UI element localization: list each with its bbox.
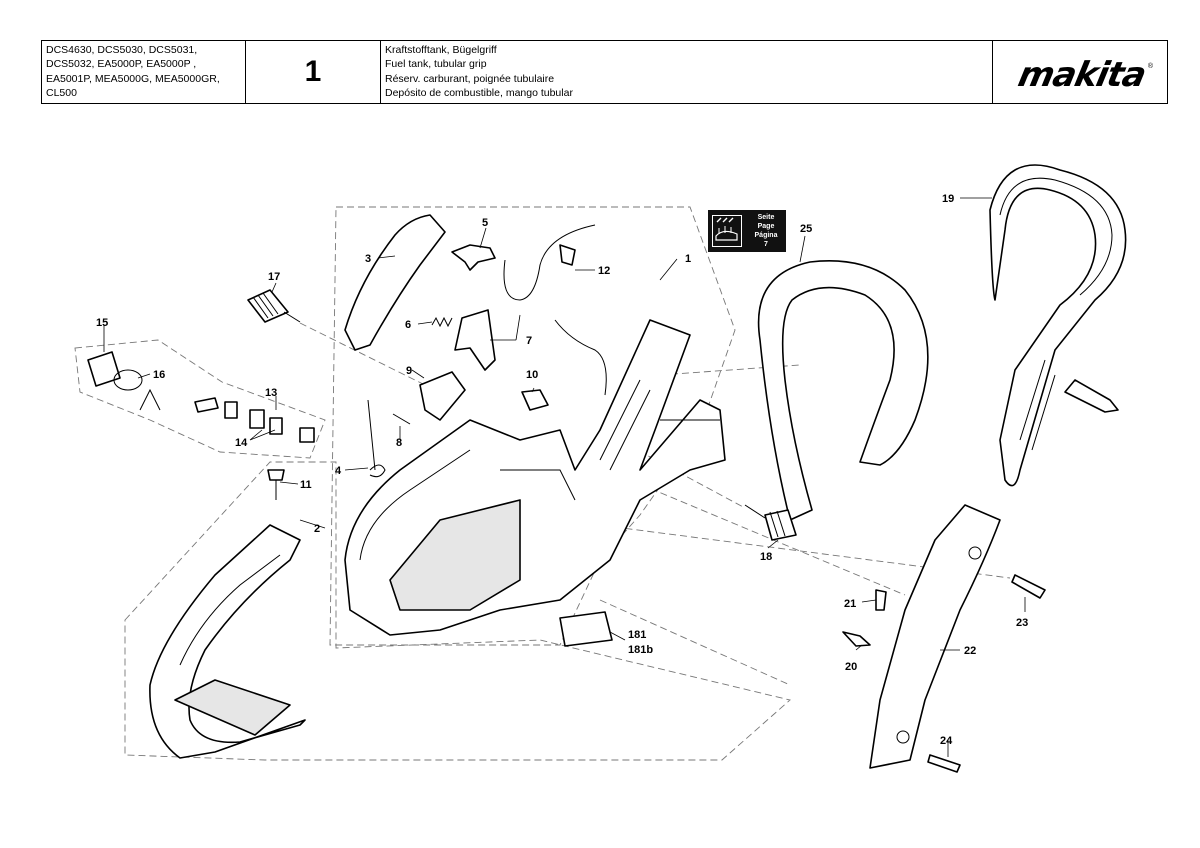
part-25-grip-cover [757,260,929,521]
part-11-screw [267,469,285,481]
reference-text: Seite Page Página 7 [746,213,786,249]
callout-25: 25 [800,223,812,235]
part-20-screw [842,631,871,647]
part-13-14-filter-parts [194,397,315,443]
title-fr: Réserv. carburant, poignée tubulaire [385,72,555,85]
callout-16: 16 [153,369,165,381]
callout-181b: 181b [628,644,653,656]
callout-leaders [103,197,1026,757]
part-16-o-ring [113,369,143,391]
callout-5: 5 [482,217,488,229]
callout-181: 181 [628,629,646,641]
callout-9: 9 [406,365,412,377]
callout-23: 23 [1016,617,1028,629]
model-list: DCS4630, DCS5030, DCS5031, DCS5032, EA50… [42,41,246,103]
model-line: EA5001P, MEA5000G, MEA5000GR, [46,72,220,85]
part-21-screw [875,589,887,611]
brand-logo: makita ® [993,41,1167,103]
model-line: DCS4630, DCS5030, DCS5031, [46,44,198,56]
part-2-front-handle [149,524,306,759]
callout-2: 2 [314,523,320,535]
callout-18: 18 [760,551,772,563]
part-3-cap [344,214,446,351]
section-titles: Kraftstofftank, Bügelgriff Fuel tank, tu… [381,41,993,103]
part-19-tubular-grip [989,164,1127,487]
part-22-handle-cover [869,504,1001,769]
header-table: DCS4630, DCS5030, DCS5031, DCS5032, EA50… [41,40,1168,104]
callout-19: 19 [942,193,954,205]
leader-dash [299,322,426,386]
handle-assembly-outline [124,461,791,761]
callout-4: 4 [335,465,342,477]
ref-line: 7 [764,241,768,248]
callout-3: 3 [365,253,371,265]
callout-12: 12 [598,265,610,277]
ref-line: Página [754,232,778,239]
callout-13: 13 [265,387,277,399]
callout-24: 24 [940,735,953,747]
part-18-cushion [744,504,797,541]
callout-8: 8 [396,437,402,449]
part-1-fuel-tank [344,319,726,636]
callout-15: 15 [96,317,108,329]
ref-line: Page [757,223,775,230]
leader-dash [599,599,791,686]
part-24-screw [927,754,961,773]
brand-registered-mark: ® [1147,63,1153,70]
filter-assembly-outline [74,339,326,459]
small-parts [367,316,549,478]
leader-dash [629,479,906,596]
part-17-cushion [247,289,301,323]
callout-7: 7 [526,335,532,347]
part-15-filter [87,351,161,411]
callout-1: 1 [685,253,691,265]
callout-20: 20 [845,661,857,673]
part-181-label [559,611,613,647]
part-10-bushing [521,389,549,411]
part-4-spring [367,399,386,478]
model-line: DCS5032, EA5000P, EA5000P , [46,58,197,71]
callout-11: 11 [300,479,312,491]
part-23-screw [1011,574,1046,599]
filter-symbol-icon [712,215,742,247]
page-reference-box: Seite Page Página 7 [708,210,786,252]
model-line: CL500 [46,86,77,99]
part-8-pin [392,413,411,425]
screws [267,469,1046,773]
title-en: Fuel tank, tubular grip [385,58,487,71]
page-number: 1 [246,41,381,103]
tank-assembly-outline [329,206,736,646]
ref-line: Seite [757,214,775,221]
part-9-bracket [419,371,466,421]
part-7-trigger [454,309,496,371]
title-es: Depósito de combustible, mango tubular [385,86,573,99]
part-12-wire [503,224,607,396]
part-5-lever [451,244,496,271]
callout-14: 14 [235,437,248,449]
callout-22: 22 [964,645,976,657]
callout-6: 6 [405,319,411,331]
part-6-spring [431,316,453,328]
callout-17: 17 [268,271,280,283]
callout-10: 10 [526,369,538,381]
callout-21: 21 [844,598,856,610]
callout-labels: 1 2 3 4 5 6 7 8 9 10 11 12 13 14 15 16 1… [96,193,1028,747]
title-de: Kraftstofftank, Bügelgriff [385,44,497,56]
